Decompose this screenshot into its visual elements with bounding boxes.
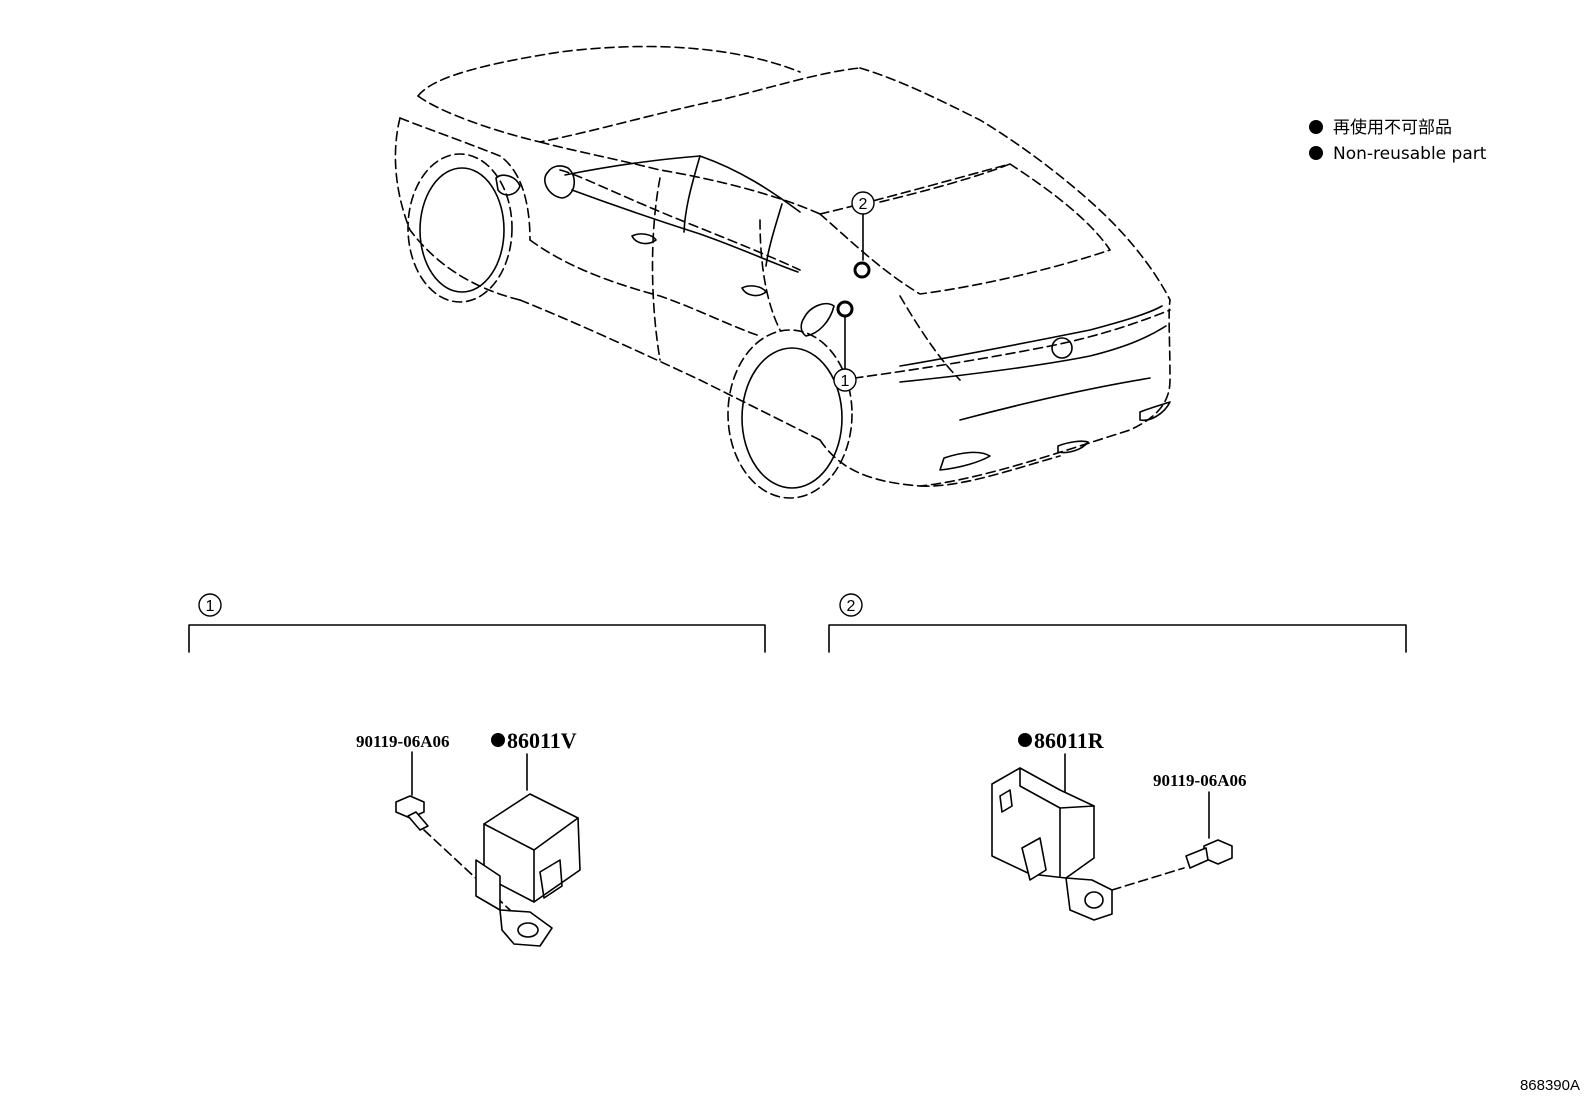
bolt-left-icon — [395, 795, 429, 831]
part-number-sensor-left: 86011V — [507, 728, 577, 753]
non-reusable-dot-icon — [1309, 120, 1323, 134]
section-1-bracket — [188, 624, 766, 653]
legend-japanese: 再使用不可部品 — [1333, 117, 1452, 138]
sensor-86011V-icon — [475, 793, 581, 947]
section-2-bracket — [828, 624, 1407, 653]
section-2-number: 2 — [847, 598, 856, 615]
section-1-number: 1 — [206, 598, 215, 615]
part-number-bolt-right: 90119-06A06 — [1153, 771, 1247, 790]
callout-1: 1 — [833, 300, 857, 392]
section-2: 2 86011R 90119-06A06 — [828, 593, 1407, 921]
legend-english: Non-reusable part — [1333, 144, 1487, 164]
non-reusable-dot-icon — [1309, 146, 1323, 160]
part-number-sensor-right: 86011R — [1034, 728, 1105, 753]
sensor-86011R-icon — [991, 767, 1113, 921]
callout-1-number: 1 — [841, 373, 850, 390]
non-reusable-dot-icon — [491, 733, 505, 747]
callout-2: 2 — [851, 191, 875, 279]
part-number-bolt-left: 90119-06A06 — [356, 732, 450, 751]
callout-2-number: 2 — [859, 196, 868, 213]
legend: 再使用不可部品 Non-reusable part — [1309, 117, 1487, 164]
bolt-right-icon — [1185, 839, 1233, 869]
diagram-reference-id: 868390A — [1520, 1077, 1580, 1094]
section-1: 1 90119-06A06 86011V — [188, 593, 766, 947]
non-reusable-dot-icon — [1018, 733, 1032, 747]
vehicle-illustration — [394, 45, 1171, 499]
